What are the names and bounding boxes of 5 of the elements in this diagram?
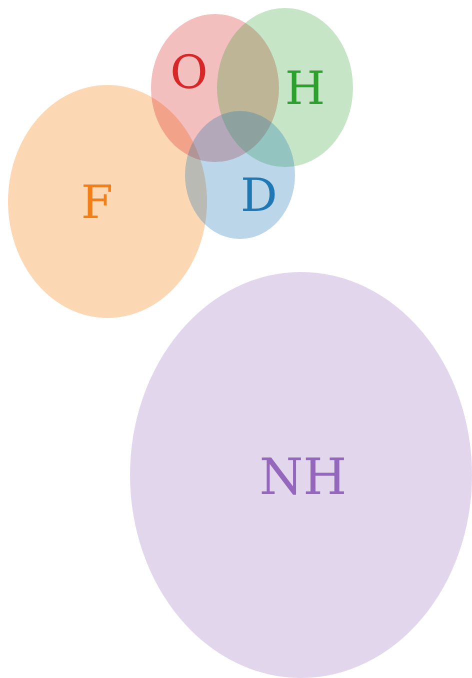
set-label: NH — [259, 452, 347, 502]
set-label: F — [81, 179, 113, 225]
set-label: O — [170, 49, 208, 95]
set-label: H — [284, 65, 326, 111]
set-label: D — [240, 172, 278, 218]
